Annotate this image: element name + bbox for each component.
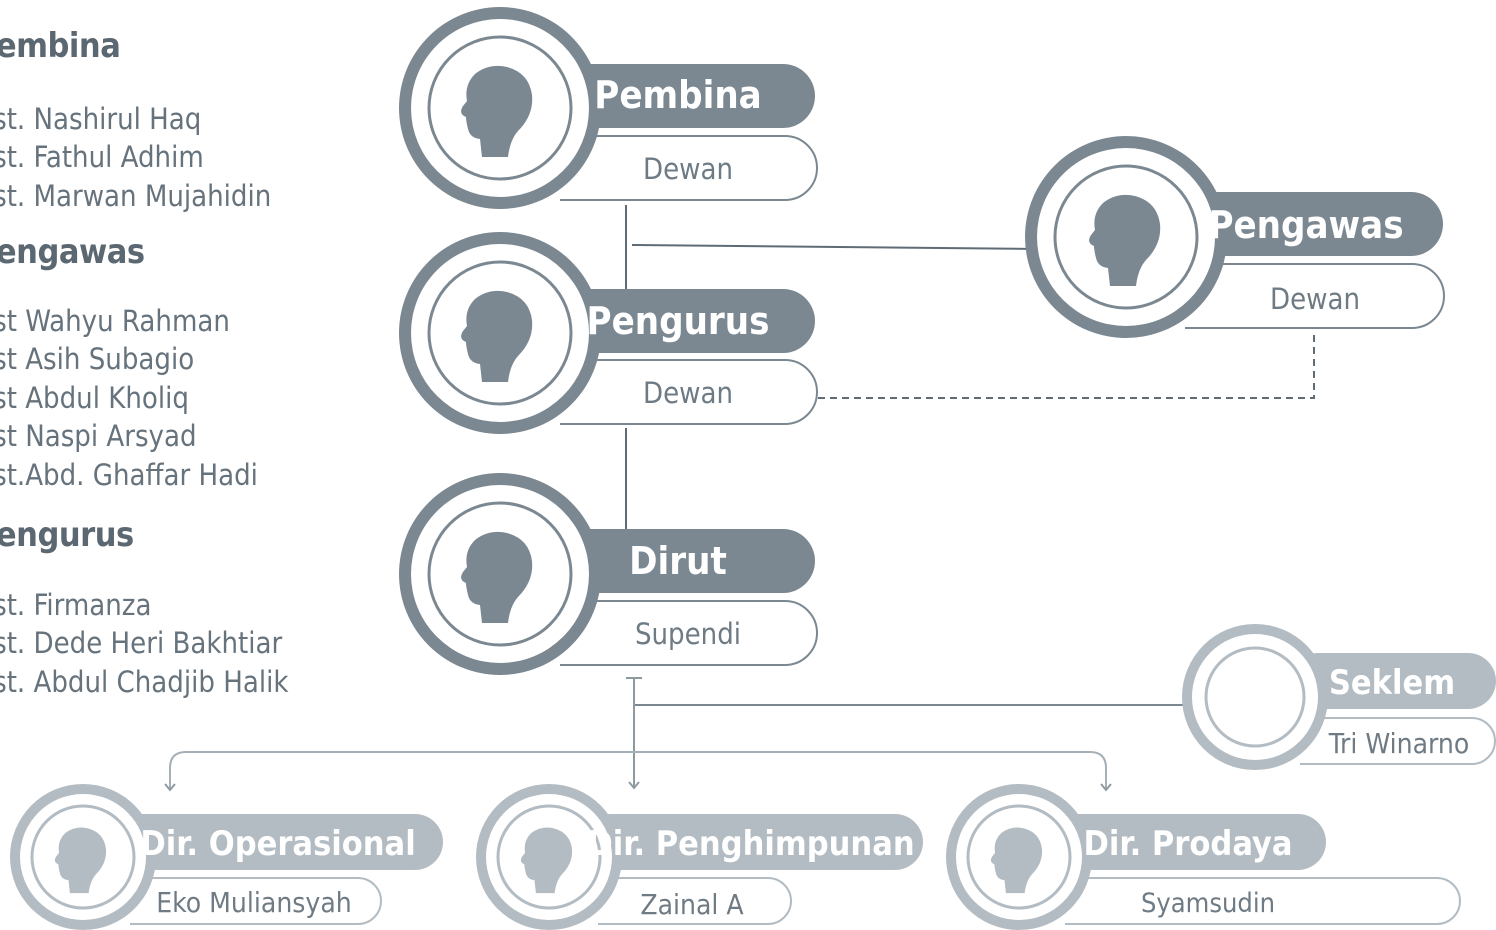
empty-avatar-icon bbox=[1204, 646, 1306, 748]
node-title: Seklem bbox=[1329, 663, 1455, 703]
member-item: Ust. Nashirul Haq bbox=[0, 102, 202, 136]
person-head-icon bbox=[461, 531, 533, 623]
subtitle-pill bbox=[1185, 263, 1445, 329]
connector-lines bbox=[164, 205, 1315, 792]
node-title: Dir. Penghimpunan bbox=[587, 824, 914, 864]
node-dir-operasional: Dir. Operasional Eko Muliansyah bbox=[10, 784, 443, 930]
subtitle-pill bbox=[1065, 877, 1461, 925]
node-dirut: Dirut Supendi bbox=[399, 473, 818, 675]
node-subtitle: Dewan bbox=[1270, 282, 1360, 316]
person-head-icon bbox=[990, 827, 1043, 894]
node-title: Pengurus bbox=[587, 299, 770, 343]
title-pill bbox=[545, 529, 815, 593]
member-item: Ust. Fathul Adhim bbox=[0, 140, 204, 175]
member-item: Ust. Firmanza bbox=[0, 588, 152, 622]
node-dir-prodaya: Dir. Prodaya Syamsudin bbox=[946, 784, 1461, 930]
subtitle-pill bbox=[560, 135, 818, 201]
section-title-pengurus: Pengurus bbox=[0, 515, 134, 555]
member-item: Ust. Marwan Mujahidin bbox=[0, 178, 272, 213]
member-item: Ust Naspi Arsyad bbox=[0, 419, 197, 454]
node-pengawas: Pengawas Dewan bbox=[1025, 136, 1445, 338]
section-title-pembina: Pembina bbox=[0, 26, 121, 66]
node-subtitle: Eko Muliansyah bbox=[156, 886, 351, 919]
subtitle-pill bbox=[560, 600, 818, 666]
person-head-icon bbox=[1089, 194, 1161, 286]
title-pill bbox=[545, 64, 815, 128]
node-subtitle: Syamsudin bbox=[1141, 888, 1275, 919]
member-list-pembina: Ust. Nashirul Haq Ust. Fathul Adhim Ust.… bbox=[0, 100, 271, 215]
member-item: Ust.Abd. Ghaffar Hadi bbox=[0, 457, 258, 492]
member-list-panel: Pembina Ust. Nashirul Haq Ust. Fathul Ad… bbox=[0, 0, 360, 930]
connector-pengurus-pengawas-dashed bbox=[818, 334, 1315, 399]
node-dir-penghimpunan: Dir. Penghimpunan Zainal A bbox=[476, 784, 923, 930]
title-pill bbox=[1052, 814, 1326, 870]
member-item: Ust. Dede Heri Bakhtiar bbox=[0, 626, 283, 661]
member-list-pengawas: Ust Wahyu Rahman Ust Asih Subagio Ust Ab… bbox=[0, 302, 258, 494]
subtitle-pill bbox=[598, 877, 792, 925]
member-list-pengurus: Ust. Firmanza Ust. Dede Heri Bakhtiar Us… bbox=[0, 586, 288, 701]
person-head-icon bbox=[520, 827, 573, 894]
node-title: Pembina bbox=[594, 73, 761, 117]
node-subtitle: Zainal A bbox=[640, 888, 744, 921]
node-pengurus: Pengurus Dewan bbox=[399, 232, 818, 434]
connector-pembina-pengawas bbox=[631, 244, 1041, 250]
title-pill bbox=[1290, 653, 1496, 709]
title-pill bbox=[115, 814, 443, 870]
subtitle-pill bbox=[560, 359, 818, 425]
node-subtitle: Dewan bbox=[643, 152, 733, 186]
node-pembina: Pembina Dewan bbox=[399, 7, 818, 209]
member-item: Ust Asih Subagio bbox=[0, 342, 195, 377]
node-seklem: Seklem Tri Winarno bbox=[1182, 624, 1496, 770]
person-head-icon bbox=[461, 65, 533, 157]
subtitle-pill bbox=[130, 877, 382, 925]
node-title: Dir. Operasional bbox=[140, 824, 415, 864]
title-pill bbox=[1172, 192, 1443, 256]
connector-branch-directors bbox=[169, 751, 1112, 792]
section-title-pengawas: Pengawas bbox=[0, 232, 145, 272]
node-subtitle: Supendi bbox=[635, 617, 741, 651]
node-title: Dir. Prodaya bbox=[1084, 824, 1293, 864]
person-head-icon bbox=[461, 290, 533, 382]
person-head-icon bbox=[54, 827, 107, 894]
member-item: Ust Wahyu Rahman bbox=[0, 304, 230, 338]
member-item: Ust Abdul Kholiq bbox=[0, 380, 189, 415]
title-pill bbox=[583, 814, 923, 870]
node-title: Dirut bbox=[629, 539, 727, 583]
node-title: Pengawas bbox=[1208, 203, 1403, 247]
member-item: Ust. Abdul Chadjib Halik bbox=[0, 664, 289, 699]
node-subtitle: Dewan bbox=[643, 376, 733, 410]
subtitle-pill bbox=[1300, 717, 1496, 765]
node-subtitle: Tri Winarno bbox=[1328, 727, 1470, 760]
title-pill bbox=[545, 289, 815, 353]
